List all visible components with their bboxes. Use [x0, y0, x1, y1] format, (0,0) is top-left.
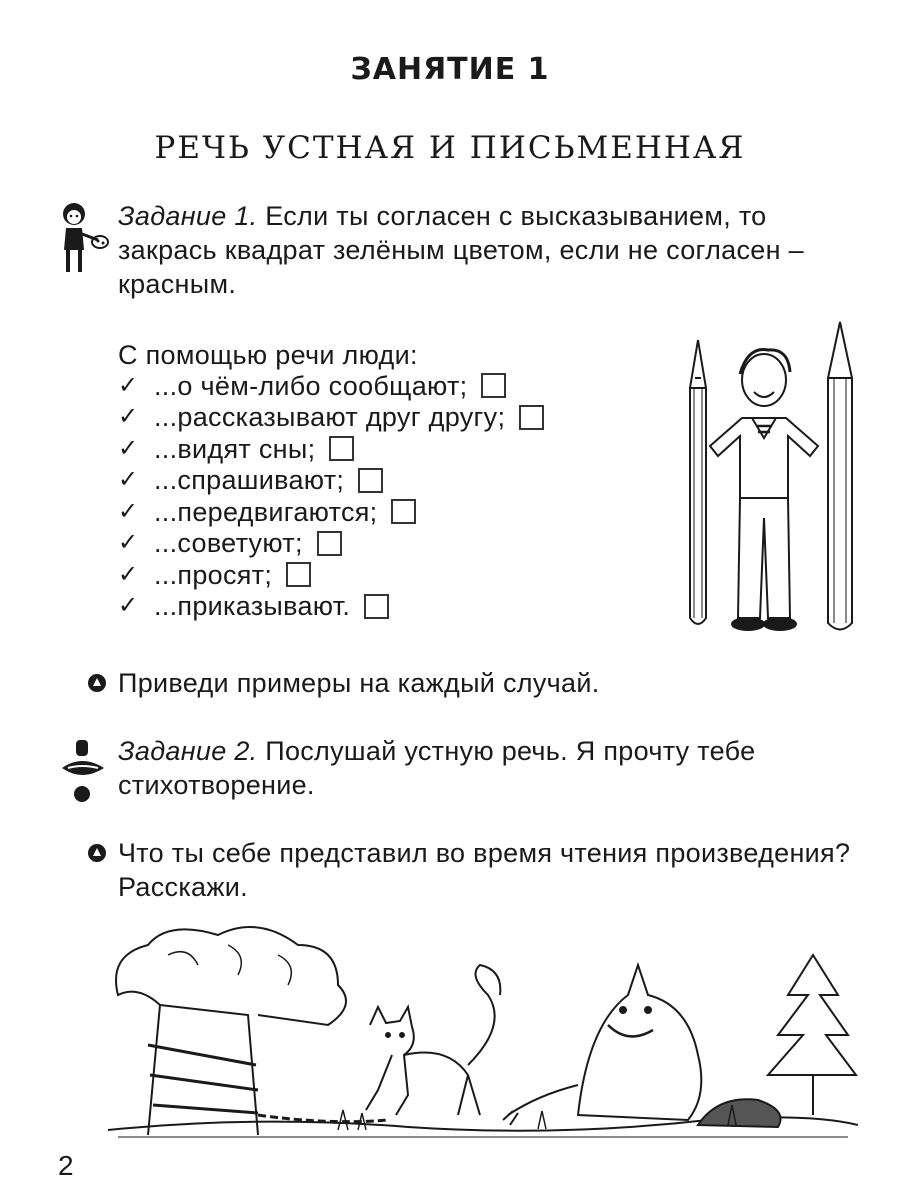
- task2-label: Задание 2.: [118, 736, 258, 766]
- item-text: ...приказывают.: [154, 591, 351, 622]
- list-item: ✓ ...рассказывают друг другу;: [118, 402, 545, 434]
- check-icon: ✓: [118, 560, 139, 588]
- bullet-triangle-icon: [88, 674, 106, 692]
- item-text: ...видят сны;: [154, 433, 316, 464]
- answer-checkbox[interactable]: [358, 467, 384, 493]
- lesson-title: ЗАНЯТИЕ 1: [350, 52, 550, 87]
- task1-text: Задание 1. Если ты согласен с высказыван…: [118, 199, 863, 301]
- list-item: ✓ ...просят;: [118, 559, 544, 591]
- item-text: ...спрашивают;: [154, 465, 345, 496]
- answer-checkbox[interactable]: [519, 404, 545, 430]
- answer-checkbox[interactable]: [316, 530, 342, 556]
- list-item: ✓ ...видят сны;: [118, 433, 544, 465]
- boy-with-pencils-illustration: [689, 321, 853, 631]
- item-text: ...советуют;: [154, 528, 303, 559]
- question1-text: Приведи примеры на каждый случай.: [118, 668, 600, 698]
- question2-text: Что ты себе представил во время чтения п…: [118, 838, 851, 902]
- question2: Что ты себе представил во время чтения п…: [88, 836, 863, 904]
- item-text: ...просят;: [154, 559, 273, 590]
- list-item: ✓ ...приказывают.: [118, 591, 544, 623]
- task2-text: Задание 2. Послушай устную речь. Я прочт…: [118, 734, 863, 802]
- list-item: ✓ ...советуют;: [118, 528, 544, 560]
- check-icon: ✓: [118, 434, 139, 462]
- item-text: ...передвигаются;: [154, 496, 378, 527]
- check-icon: ✓: [118, 592, 139, 620]
- fairy-tale-forest-illustration: [108, 926, 858, 1138]
- task1-body: Если ты согласен с высказыванием, то зак…: [118, 201, 804, 299]
- task1-label: Задание 1.: [118, 201, 258, 231]
- page-number: 2: [58, 1150, 74, 1181]
- bullet-triangle-icon: [88, 844, 106, 862]
- painter-icon: [63, 203, 109, 272]
- answer-checkbox[interactable]: [329, 436, 355, 462]
- check-icon: ✓: [118, 529, 139, 557]
- list-item: ✓ ...о чём-либо сообщают;: [118, 370, 544, 402]
- check-icon: ✓: [118, 403, 139, 431]
- list-item: ✓ ...передвигаются;: [118, 496, 544, 528]
- list-item: ✓ ...спрашивают;: [118, 465, 544, 497]
- topic-title: РЕЧЬ УСТНАЯ И ПИСЬМЕННАЯ: [154, 130, 746, 166]
- question1: Приведи примеры на каждый случай.: [88, 666, 600, 700]
- intro-text: С помощью речи люди:: [118, 340, 418, 370]
- answer-checkbox[interactable]: [286, 562, 312, 588]
- statement-list: ✓ ...о чём-либо сообщают; ✓ ...рассказываю…: [118, 370, 545, 623]
- ear-mouth-icon: [62, 740, 104, 802]
- check-icon: ✓: [118, 497, 139, 525]
- check-icon: ✓: [118, 466, 139, 494]
- task2-body: Послушай устную речь. Я прочту тебе стих…: [118, 736, 756, 800]
- answer-checkbox[interactable]: [364, 593, 390, 619]
- check-icon: ✓: [118, 371, 139, 399]
- item-text: ...рассказывают друг другу;: [154, 402, 506, 433]
- answer-checkbox[interactable]: [481, 373, 507, 399]
- item-text: ...о чём-либо сообщают;: [154, 370, 468, 401]
- answer-checkbox[interactable]: [391, 499, 417, 525]
